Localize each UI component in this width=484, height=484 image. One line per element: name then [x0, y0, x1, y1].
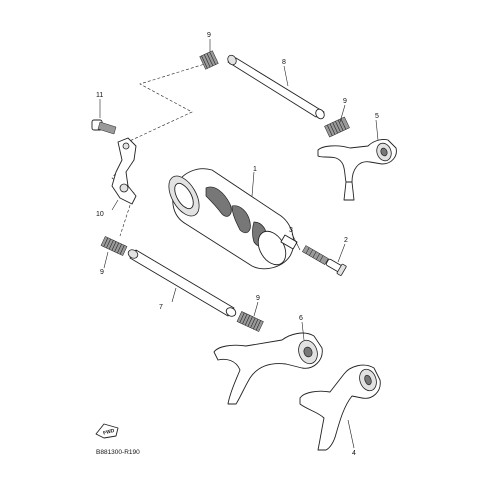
callout-9-lower: 9 [256, 295, 260, 302]
spring-right [324, 116, 350, 138]
shift-fork-lower-right [299, 364, 381, 451]
callout-3: 3 [289, 227, 293, 234]
fwd-label: FWD [103, 428, 116, 437]
shift-fork-shaft-upper [227, 54, 325, 120]
spring-top [199, 50, 219, 70]
callout-9-top: 9 [207, 32, 211, 39]
shift-fork-shaft-lower [127, 249, 237, 317]
callout-10: 10 [96, 211, 104, 218]
callout-11: 11 [96, 92, 103, 99]
diagram-code: B881300-R190 [96, 449, 140, 456]
leader-lines [99, 39, 379, 449]
callout-8: 8 [282, 59, 286, 66]
shift-drum [168, 168, 298, 270]
shift-fork-lower-left [213, 332, 323, 405]
drum-bolt [325, 258, 347, 276]
callout-4: 4 [352, 450, 356, 457]
callout-9-left: 9 [100, 269, 104, 276]
callout-7: 7 [159, 304, 163, 311]
callout-6: 6 [299, 315, 303, 322]
bolt [91, 119, 117, 135]
pin [302, 245, 329, 265]
spring-lower [236, 311, 264, 332]
callout-5: 5 [375, 113, 379, 120]
stopper-lever [111, 137, 137, 205]
callout-labels: 9 8 9 5 11 1 3 2 10 9 7 9 6 4 [96, 32, 379, 457]
spring-left [100, 236, 128, 256]
callout-1: 1 [253, 166, 257, 173]
assembly-guide-upper [120, 62, 209, 146]
shift-fork-upper [317, 139, 397, 201]
forward-arrow: FWD [95, 423, 119, 439]
callout-2: 2 [344, 237, 348, 244]
callout-9-right: 9 [343, 98, 347, 105]
